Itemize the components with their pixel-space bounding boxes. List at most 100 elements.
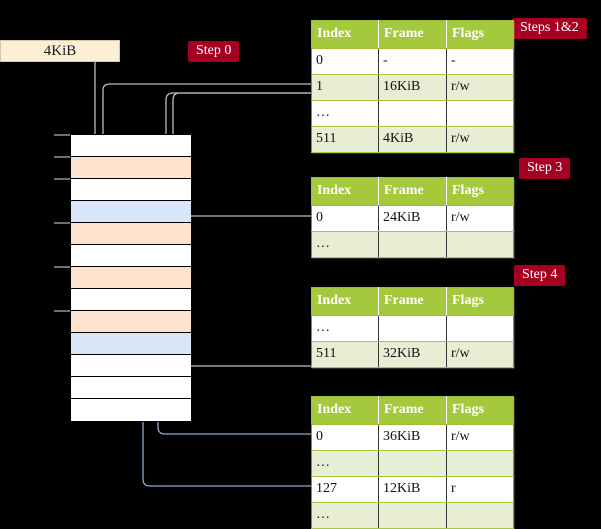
memory-frame-row-7 — [71, 289, 191, 311]
cell-index-0: 0 — [311, 424, 379, 451]
table-row: … — [311, 502, 514, 529]
cell-frame-0: - — [378, 48, 447, 75]
table-row: … — [311, 231, 514, 258]
memory-frame-row-8 — [71, 311, 191, 333]
badge-step-0-label: Step 0 — [196, 43, 232, 58]
memory-tick-6 — [54, 266, 70, 268]
wire-step0-to-l4-table — [172, 92, 311, 144]
memory-tick-8 — [54, 310, 70, 312]
memory-frame-row-5 — [71, 245, 191, 267]
cell-flags-0: r/w — [446, 205, 514, 232]
badge-step-0: Step 0 — [188, 41, 240, 62]
cell-index-0: 0 — [311, 205, 379, 232]
cell-index-3: … — [311, 502, 379, 529]
cell-flags-1: r/w — [446, 74, 514, 101]
cell-flags-0 — [446, 315, 514, 342]
cell-index-0: 0 — [311, 48, 379, 75]
badge-steps-1-2-label: Steps 1&2 — [520, 20, 579, 35]
cell-frame-2 — [378, 100, 447, 127]
cell-flags-1: r/w — [446, 341, 514, 368]
memory-frame-row-6 — [71, 267, 191, 289]
column-header-flags: Flags — [446, 396, 514, 425]
memory-tick-0 — [54, 134, 70, 136]
column-header-frame: Frame — [378, 20, 447, 49]
cell-frame-1 — [378, 231, 447, 258]
memory-frame-row-3 — [71, 201, 191, 223]
column-header-flags: Flags — [446, 177, 514, 206]
column-header-index: Index — [311, 177, 379, 206]
memory-frame-row-2 — [71, 179, 191, 201]
cell-flags-2 — [446, 100, 514, 127]
cell-frame-0: 36KiB — [378, 424, 447, 451]
memory-frame-row-10 — [71, 355, 191, 377]
memory-frame-row-11 — [71, 377, 191, 399]
cell-index-1: 511 — [311, 341, 379, 368]
wire-l2-511-to-memory — [166, 301, 311, 367]
memory-tick-1 — [54, 156, 70, 158]
table-row: … — [311, 315, 514, 342]
column-header-index: Index — [311, 287, 379, 316]
table-row: … — [311, 450, 514, 477]
memory-frame-row-1 — [71, 157, 191, 179]
memory-tick-4 — [54, 222, 70, 224]
memory-frame-row-4 — [71, 223, 191, 245]
wire-l3-0-to-memory — [172, 215, 311, 270]
cell-frame-1: 32KiB — [378, 341, 447, 368]
memory-frame-row-9 — [71, 333, 191, 355]
cell-frame-3 — [378, 502, 447, 529]
badge-step-3: Step 3 — [519, 158, 571, 179]
wire-lane-to-row4 — [102, 83, 311, 91]
cell-index-1: 1 — [311, 74, 379, 101]
memory-frame-row-12 — [71, 399, 191, 421]
cell-index-2: … — [311, 100, 379, 127]
column-header-index: Index — [311, 20, 379, 49]
memory-frame-row-0 — [71, 135, 191, 157]
cell-frame-1 — [378, 450, 447, 477]
table-row: … — [311, 100, 514, 127]
column-header-frame: Frame — [378, 287, 447, 316]
badge-step-4-label: Step 4 — [522, 267, 558, 282]
badge-step-3-label: Step 3 — [527, 160, 563, 175]
cell-frame-2: 12KiB — [378, 476, 447, 503]
cell-flags-3: r/w — [446, 126, 514, 153]
column-header-flags: Flags — [446, 287, 514, 316]
memblock-4kib-label: 4KiB — [43, 43, 77, 59]
cell-flags-1 — [446, 450, 514, 477]
column-header-index: Index — [311, 396, 379, 425]
column-header-frame: Frame — [378, 396, 447, 425]
cell-flags-1 — [446, 231, 514, 258]
table-row: 0-- — [311, 48, 514, 75]
column-header-frame: Frame — [378, 177, 447, 206]
memory-tick-2 — [54, 178, 70, 180]
cell-frame-1: 16KiB — [378, 74, 447, 101]
cell-index-1: … — [311, 231, 379, 258]
badge-step-4: Step 4 — [514, 265, 566, 286]
cell-frame-3: 4KiB — [378, 126, 447, 153]
cell-index-2: 127 — [311, 476, 379, 503]
cell-index-0: … — [311, 315, 379, 342]
cell-flags-2: r — [446, 476, 514, 503]
physical-memory-strip — [70, 134, 191, 422]
column-header-flags: Flags — [446, 20, 514, 49]
memblock-4kib: 4KiB — [0, 40, 120, 62]
cell-frame-0: 24KiB — [378, 205, 447, 232]
cell-index-1: … — [311, 450, 379, 477]
cell-frame-0 — [378, 315, 447, 342]
cell-flags-0: - — [446, 48, 514, 75]
cell-flags-0: r/w — [446, 424, 514, 451]
cell-flags-3 — [446, 502, 514, 529]
badge-steps-1-2: Steps 1&2 — [512, 18, 587, 39]
